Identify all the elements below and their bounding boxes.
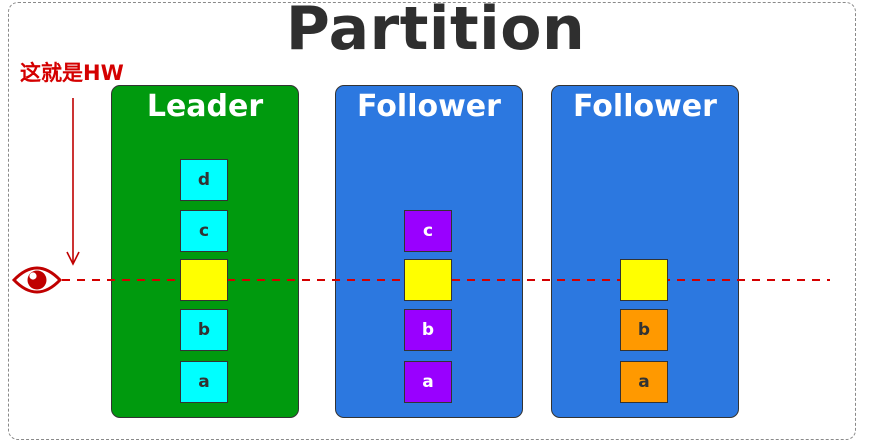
message-cell-c: c bbox=[180, 210, 228, 252]
message-cell-d: d bbox=[180, 159, 228, 201]
diagram-title: Partition bbox=[285, 0, 586, 64]
message-cell-a: a bbox=[180, 361, 228, 403]
partition-role-label: Follower bbox=[573, 89, 717, 124]
arrow-down-icon bbox=[66, 98, 80, 266]
message-cell-c: c bbox=[404, 210, 452, 252]
partition-role-label: Leader bbox=[146, 89, 264, 124]
message-cell-b: b bbox=[180, 309, 228, 351]
message-cell-b: b bbox=[620, 309, 668, 351]
eye-icon bbox=[11, 266, 63, 294]
hw-message-cell bbox=[180, 259, 228, 301]
message-cell-a: a bbox=[404, 361, 452, 403]
hw-message-cell bbox=[620, 259, 668, 301]
partition-role-label: Follower bbox=[357, 89, 501, 124]
message-cell-a: a bbox=[620, 361, 668, 403]
message-cell-b: b bbox=[404, 309, 452, 351]
hw-label: 这就是HW bbox=[20, 61, 124, 85]
hw-message-cell bbox=[404, 259, 452, 301]
